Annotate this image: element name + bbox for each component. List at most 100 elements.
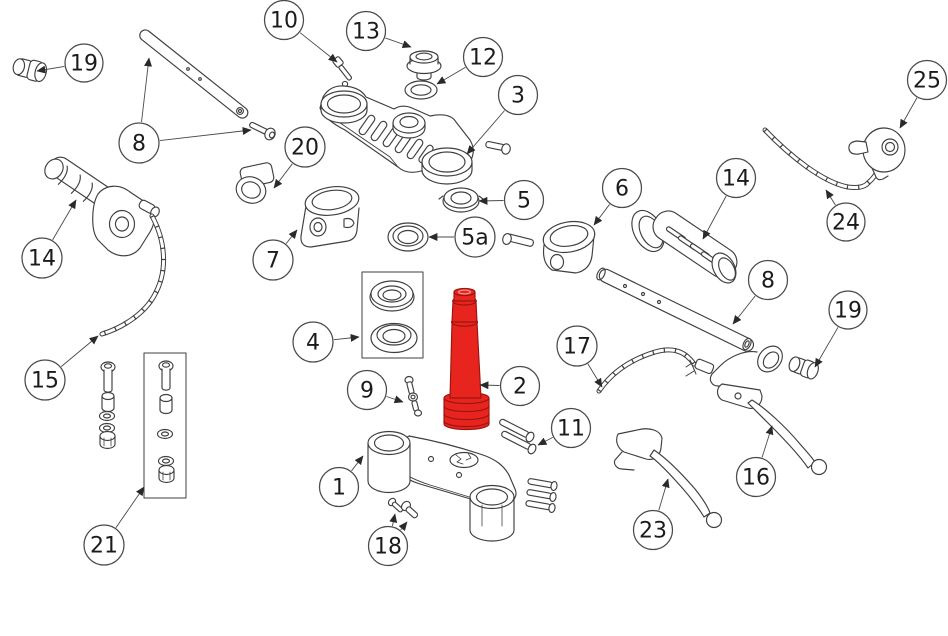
leader-line-12 (436, 67, 466, 85)
callout-label-5: 5 (517, 189, 531, 214)
callout-16[interactable]: 16 (735, 456, 777, 498)
part-1-bottom-triple-clamp (367, 430, 517, 542)
callout-label-13: 13 (352, 20, 380, 45)
callout-8-right[interactable]: 8 (747, 259, 789, 301)
callout-circle-4[interactable] (292, 321, 334, 363)
callout-4[interactable]: 4 (292, 321, 334, 363)
part-14-grip-throttle-left (44, 156, 160, 257)
callout-19-left[interactable]: 19 (64, 43, 104, 83)
callout-circle-9[interactable] (346, 369, 388, 411)
callout-circle-16[interactable] (735, 456, 777, 498)
callout-2[interactable]: 2 (499, 365, 541, 407)
callout-circle-15[interactable] (24, 359, 66, 401)
callout-24[interactable]: 24 (826, 202, 866, 242)
leader-line-19-left (36, 65, 65, 74)
callout-circle-19-right[interactable] (828, 290, 868, 330)
leader-line-16 (761, 425, 774, 458)
callout-circle-6[interactable] (601, 167, 643, 209)
leader-line-8-top (141, 57, 152, 123)
callout-9[interactable]: 9 (346, 369, 388, 411)
callout-circle-1[interactable] (318, 466, 360, 508)
callout-label-25: 25 (913, 69, 941, 94)
callout-circle-7[interactable] (252, 239, 294, 281)
leader-line-24 (825, 189, 836, 206)
part-13-steering-stem-nut (406, 50, 442, 81)
leader-line-21 (115, 486, 145, 528)
callout-circle-17[interactable] (556, 325, 598, 367)
callout-label-14-left: 14 (28, 247, 56, 272)
part-6-perch-clamp (502, 220, 596, 274)
callout-circle-5a[interactable] (454, 216, 496, 258)
callout-15[interactable]: 15 (24, 359, 66, 401)
callout-circle-20[interactable] (284, 126, 326, 168)
part-14-grip-right (631, 209, 738, 284)
callout-14-right[interactable]: 14 (715, 157, 757, 199)
part-3-pinch-bolt (485, 140, 511, 155)
callout-label-19-right: 19 (834, 299, 862, 324)
callout-circle-12[interactable] (462, 36, 504, 78)
part-17-brake-cable (596, 347, 697, 394)
callout-23[interactable]: 23 (632, 509, 674, 551)
callout-circle-25[interactable] (906, 59, 948, 101)
callout-25[interactable]: 25 (906, 59, 948, 101)
callout-label-20: 20 (291, 136, 319, 161)
callout-label-14-right: 14 (722, 167, 750, 192)
callout-19-right[interactable]: 19 (828, 290, 868, 330)
callout-12[interactable]: 12 (462, 36, 504, 78)
callout-circle-8-top[interactable] (118, 122, 160, 164)
callout-circle-18[interactable] (367, 525, 409, 567)
callout-14-left[interactable]: 14 (21, 237, 63, 279)
callout-17[interactable]: 17 (556, 325, 598, 367)
leader-line-15 (60, 335, 99, 367)
callout-18[interactable]: 18 (367, 525, 409, 567)
part-12-washer (404, 80, 438, 100)
leader-line-8-right (732, 295, 756, 325)
callout-circle-24[interactable] (826, 202, 866, 242)
callout-label-15: 15 (31, 369, 59, 394)
callout-label-24: 24 (832, 211, 860, 236)
leader-line-8-top (159, 126, 252, 142)
callout-label-4: 4 (306, 331, 320, 356)
callout-7[interactable]: 7 (252, 239, 294, 281)
callout-11[interactable]: 11 (550, 407, 592, 449)
callout-20[interactable]: 20 (284, 126, 326, 168)
part-5-adjuster-nut (438, 187, 484, 213)
callout-label-5a: 5a (461, 226, 488, 251)
callout-circle-8-right[interactable] (747, 259, 789, 301)
callout-1[interactable]: 1 (318, 466, 360, 508)
callout-circle-21[interactable] (83, 524, 125, 566)
part-2-steering-stem-highlighted[interactable] (443, 287, 490, 431)
callout-5[interactable]: 5 (503, 179, 545, 221)
callout-circle-19-left[interactable] (64, 43, 104, 83)
callout-circle-2[interactable] (499, 365, 541, 407)
leader-line-25 (899, 97, 918, 129)
callout-label-1: 1 (332, 476, 346, 501)
callout-21[interactable]: 21 (83, 524, 125, 566)
callout-10[interactable]: 10 (263, 0, 305, 41)
part-3-top-triple-clamp (319, 85, 474, 185)
callout-circle-14-left[interactable] (21, 237, 63, 279)
callout-circle-23[interactable] (632, 509, 674, 551)
callout-8-top[interactable]: 8 (118, 122, 160, 164)
leader-line-17 (587, 363, 603, 388)
callout-circle-3[interactable] (497, 74, 539, 116)
part-16-brake-lever-assembly (685, 345, 828, 476)
callout-circle-14-right[interactable] (715, 157, 757, 199)
callout-circle-10[interactable] (263, 0, 305, 41)
part-20-cable-guide (235, 162, 275, 204)
part-18-screws (387, 497, 419, 519)
callout-label-8-top: 8 (132, 132, 146, 157)
callout-5a[interactable]: 5a (454, 216, 496, 258)
callout-13[interactable]: 13 (345, 10, 387, 52)
part-5a-dust-seal (387, 222, 429, 252)
part-21-fastener-stack-loose (98, 361, 116, 450)
part-8-handlebar-tube-right (596, 267, 755, 352)
callout-circle-11[interactable] (550, 407, 592, 449)
callout-circle-13[interactable] (345, 10, 387, 52)
part-4-bearing-kit (361, 271, 424, 359)
callout-6[interactable]: 6 (601, 167, 643, 209)
callout-circle-5[interactable] (503, 179, 545, 221)
callout-label-19-left: 19 (70, 52, 98, 77)
callout-3[interactable]: 3 (497, 74, 539, 116)
